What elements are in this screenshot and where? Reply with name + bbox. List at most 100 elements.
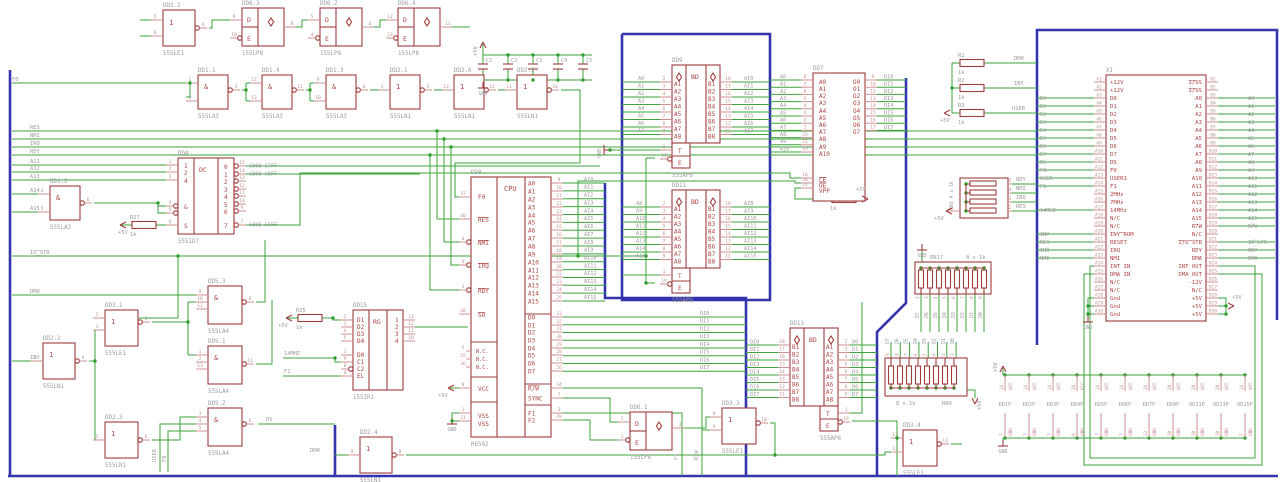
label: 13 xyxy=(197,363,203,369)
junction-dot xyxy=(895,436,899,440)
wire xyxy=(429,155,459,291)
label: A5 xyxy=(674,111,682,118)
label: R3 xyxy=(958,103,965,109)
label: A23 xyxy=(1095,253,1103,259)
label: 36 xyxy=(460,361,466,367)
label: 9 xyxy=(885,353,891,356)
label: INY xyxy=(30,355,40,361)
label: D2 xyxy=(932,338,938,344)
label: 4 xyxy=(663,216,666,222)
label: O1 xyxy=(853,86,861,93)
label: 16 xyxy=(779,354,785,360)
label: DD2P xyxy=(1023,402,1036,408)
label: D1 xyxy=(357,317,365,324)
label: AI11 xyxy=(584,263,597,269)
label: 10 xyxy=(552,84,558,90)
label: DD13P xyxy=(1213,402,1229,408)
label: 1 xyxy=(49,351,53,359)
label: 5 xyxy=(224,202,228,209)
label: GND xyxy=(1056,428,1062,436)
label: VCC xyxy=(1152,382,1158,390)
label: +5V xyxy=(1192,312,1203,318)
label: 3 xyxy=(169,174,172,180)
label: F800-FFFF xyxy=(249,223,277,229)
label: 14MHZ xyxy=(1040,208,1056,214)
label: 16 xyxy=(1071,384,1077,390)
label: B3 xyxy=(1210,93,1216,99)
label: R/W xyxy=(528,386,539,393)
inverter-bubble xyxy=(74,358,80,364)
label: D6 xyxy=(924,312,930,318)
label: D1 xyxy=(528,323,536,330)
label: VCC xyxy=(1200,382,1206,390)
label: DI3 xyxy=(700,334,709,340)
label: DI7 xyxy=(750,392,759,398)
chip-DD5.1 xyxy=(196,345,254,385)
label: A8 xyxy=(636,201,642,207)
label: R/W xyxy=(1248,224,1258,230)
label: & xyxy=(56,194,61,202)
label: 8 xyxy=(291,21,294,27)
label: B2 xyxy=(708,214,716,221)
label: A8 xyxy=(528,244,536,251)
junction-dot xyxy=(644,254,648,258)
label: B4 xyxy=(708,229,716,236)
label: N/C xyxy=(1110,224,1120,230)
label: A3 xyxy=(1096,93,1102,99)
label: A2 xyxy=(674,89,682,96)
label: GND xyxy=(1008,428,1014,436)
label: AI1 xyxy=(744,84,753,90)
wire xyxy=(1087,297,1094,320)
label: -12V xyxy=(1189,280,1203,286)
label: 10 xyxy=(197,296,203,302)
label: 555LA4 xyxy=(208,389,229,395)
label: A4 xyxy=(674,229,682,236)
label: 555ID7 xyxy=(178,239,199,245)
label: IRQ xyxy=(478,263,489,270)
label: 8 xyxy=(894,353,900,356)
label: F2 xyxy=(528,418,536,425)
label: A3 xyxy=(1248,120,1254,126)
label: A3 xyxy=(674,96,682,103)
label: GND xyxy=(447,427,456,433)
label: RN17 xyxy=(930,255,943,261)
label: 4 xyxy=(462,259,465,265)
label: 10 xyxy=(761,417,767,423)
label: DI2 xyxy=(884,89,893,95)
label: B27 xyxy=(1209,285,1217,291)
label: 12 xyxy=(725,121,731,127)
label: 1 xyxy=(169,159,172,165)
label: 11 xyxy=(779,392,785,398)
junction-dot xyxy=(449,145,453,149)
label: D4 xyxy=(1110,128,1117,134)
label: A12 xyxy=(1095,165,1103,171)
label: 14 xyxy=(999,384,1005,390)
label: 28 xyxy=(556,349,562,355)
label: 8 xyxy=(399,449,402,455)
label: A12 xyxy=(1192,192,1202,198)
label: +12V xyxy=(1110,88,1124,94)
label: A7 xyxy=(819,129,827,136)
label: 2 xyxy=(621,416,624,422)
inverter-bubble xyxy=(79,200,85,206)
label: 5 xyxy=(845,362,848,368)
label: A13 xyxy=(1248,200,1257,206)
label: D3 xyxy=(357,331,365,338)
junction-dot xyxy=(244,88,248,92)
bidir-icon xyxy=(423,16,431,28)
label: 555AP6 xyxy=(672,173,693,179)
label: RES xyxy=(1016,204,1026,210)
label: VCC xyxy=(1224,382,1230,390)
label: B3 xyxy=(708,96,716,103)
label: CE xyxy=(819,177,827,184)
label: A10 xyxy=(1248,176,1257,182)
inverter-bubble xyxy=(233,222,239,228)
label: D6 xyxy=(1040,144,1046,150)
label: 11 xyxy=(725,254,731,260)
label: 20 xyxy=(1215,384,1221,390)
label: 2 xyxy=(189,95,192,101)
label: B5 xyxy=(792,374,800,381)
label: 12 xyxy=(1143,430,1149,436)
bidir-icon xyxy=(709,71,717,83)
label: D6 xyxy=(528,361,536,368)
